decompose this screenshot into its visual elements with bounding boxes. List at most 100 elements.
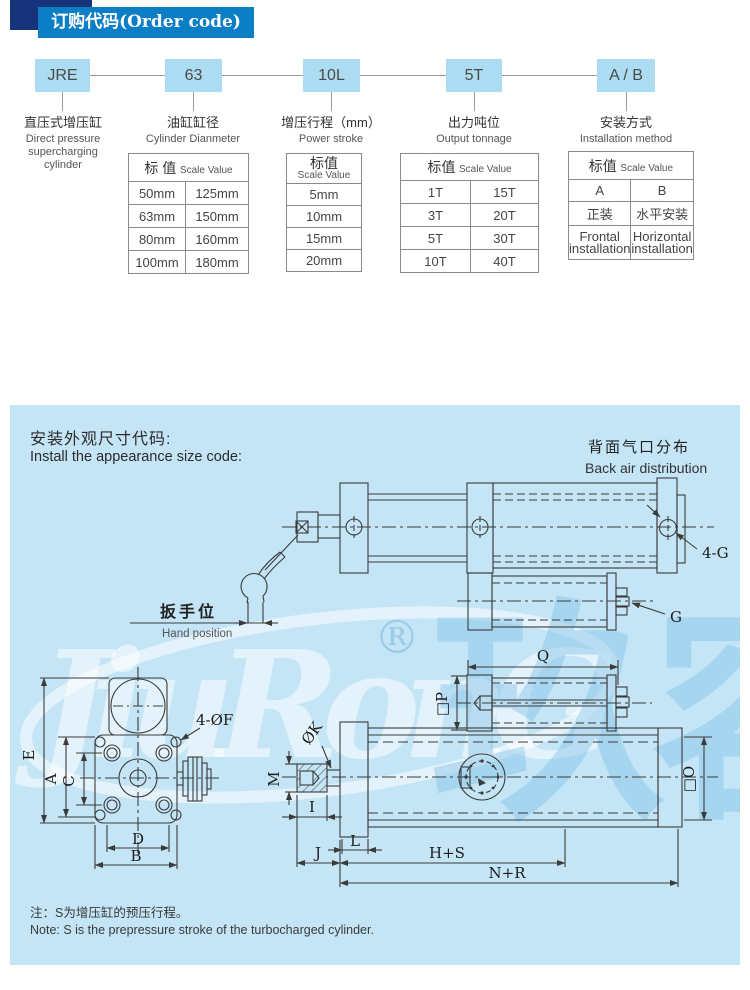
cell: 15T <box>470 180 539 204</box>
code-box-stroke: 10L <box>303 59 360 92</box>
code-box-bore: 63 <box>165 59 222 92</box>
segment-label-series: 直压式增压缸 Direct pressure supercharging cyl… <box>23 115 102 171</box>
table-header: 标值 Scale Value <box>286 153 362 184</box>
dim-label-C: C <box>60 775 78 786</box>
panel-title-zh: 安装外观尺寸代码: <box>30 431 172 448</box>
dim-G: G <box>631 602 682 626</box>
technical-drawing: JiuRonG ® 玖容 <box>14 477 740 887</box>
code-stub <box>331 92 332 111</box>
front-view-drawing: E A C <box>20 667 233 869</box>
table-header: 标 值 Scale Value <box>128 153 249 182</box>
code-stub <box>474 92 475 111</box>
hand-position-label: 扳手位 Hand position <box>130 602 278 640</box>
dim-label-D: D <box>132 830 144 848</box>
dim-J: J <box>296 840 341 887</box>
dim-P: □P <box>433 675 467 731</box>
cell: 20T <box>470 203 539 227</box>
code-stub <box>62 92 63 111</box>
dim-I: I <box>282 795 342 867</box>
wrench-icon <box>240 551 286 604</box>
dim-Q: Q <box>467 647 619 685</box>
back-air-label-zh: 背面气口分布 <box>588 438 691 456</box>
mount-bolt-holes <box>103 744 173 814</box>
dim-4F: 4-ØF <box>180 711 233 741</box>
dim-label-O: □O <box>680 766 698 792</box>
dim-A: A <box>42 736 95 818</box>
code-box-tonnage: 5T <box>446 59 502 92</box>
cell: A <box>567 179 632 202</box>
hand-position-en: Hand position <box>162 628 232 640</box>
cell: Frontal installation <box>567 225 632 260</box>
cell: 正装 <box>567 201 632 226</box>
cell: 水平安装 <box>630 201 694 226</box>
dim-label-4F: 4-ØF <box>196 711 233 729</box>
cell: 125mm <box>185 181 249 205</box>
cell: 20mm <box>286 249 362 272</box>
dim-label-L: L <box>350 832 360 850</box>
cell: 40T <box>470 249 539 273</box>
cell: 63mm <box>128 204 186 228</box>
table-header: 标值 Scale Value <box>568 151 694 180</box>
code-box-series: JRE <box>35 59 90 92</box>
top-view-drawing: 4-G G 扳手位 <box>130 477 729 640</box>
table-power-stroke: 标值 Scale Value 5mm 10mm 15mm 20mm <box>286 153 362 272</box>
segment-label-mounting: 安装方式 Installation method <box>579 115 673 145</box>
dim-label-P: □P <box>433 692 451 716</box>
watermark-registered-icon: ® <box>374 610 420 664</box>
cell: 150mm <box>185 204 249 228</box>
side-fitting <box>176 756 212 802</box>
code-stub <box>626 92 627 111</box>
cell: 160mm <box>185 227 249 251</box>
code-box-mounting: A / B <box>597 59 655 92</box>
cell: 5T <box>400 226 471 250</box>
dim-label-NR: N+R <box>489 864 527 882</box>
watermark-cn-text: 玖容 <box>430 580 740 853</box>
panel-title-en: Install the appearance size code: <box>30 449 242 465</box>
dim-E: E <box>20 677 109 824</box>
table-header: 标值 Scale Value <box>400 153 539 181</box>
dim-NR: N+R <box>339 829 679 887</box>
cell: 50mm <box>128 181 186 205</box>
code-stub <box>193 92 194 111</box>
dim-label-Q: Q <box>537 647 549 665</box>
dim-C: C <box>60 752 102 806</box>
cell: B <box>630 179 694 202</box>
footnote-zh: 注：S为增压缸的预压行程。 <box>30 906 189 920</box>
cell: 30T <box>470 226 539 250</box>
dim-O: □O <box>680 736 712 821</box>
segment-label-stroke: 增压行程（mm） Power stroke <box>281 115 381 145</box>
dim-label-J: J <box>313 844 321 862</box>
cell: Horizontal installation <box>630 225 694 260</box>
set-screw-icon <box>295 520 309 534</box>
dim-label-E: E <box>20 750 38 761</box>
dim-label-HS: H+S <box>429 844 465 862</box>
swivel-flange <box>458 753 506 801</box>
dim-M: M <box>265 751 299 805</box>
page-title: 订购代码(Order code) <box>38 7 254 38</box>
footnote: 注：S为增压缸的预压行程。 Note: S is the prepressure… <box>30 905 374 939</box>
dim-L: L <box>328 832 382 854</box>
dim-D: D <box>106 825 170 852</box>
footnote-en: Note: S is the prepressure stroke of the… <box>30 923 374 937</box>
dim-label-G: G <box>670 608 682 626</box>
cell: 3T <box>400 203 471 227</box>
back-air-label-en: Back air distribution <box>585 460 708 476</box>
cell: 10mm <box>286 205 362 228</box>
cell: 1T <box>400 180 471 204</box>
watermark-brand-text: JiuRonG <box>14 618 618 792</box>
segment-label-tonnage: 出力吨位 Output tonnage <box>436 115 512 145</box>
dimension-panel: 安装外观尺寸代码: Install the appearance size co… <box>10 405 740 965</box>
cell: 15mm <box>286 227 362 250</box>
cell: 5mm <box>286 183 362 206</box>
cell: 80mm <box>128 227 186 251</box>
cell: 180mm <box>185 250 249 274</box>
dim-4G: 4-G <box>646 504 729 562</box>
cell: 10T <box>400 249 471 273</box>
dim-label-4G: 4-G <box>702 544 729 562</box>
dim-label-I: I <box>309 798 315 816</box>
dim-label-M: M <box>265 771 283 786</box>
